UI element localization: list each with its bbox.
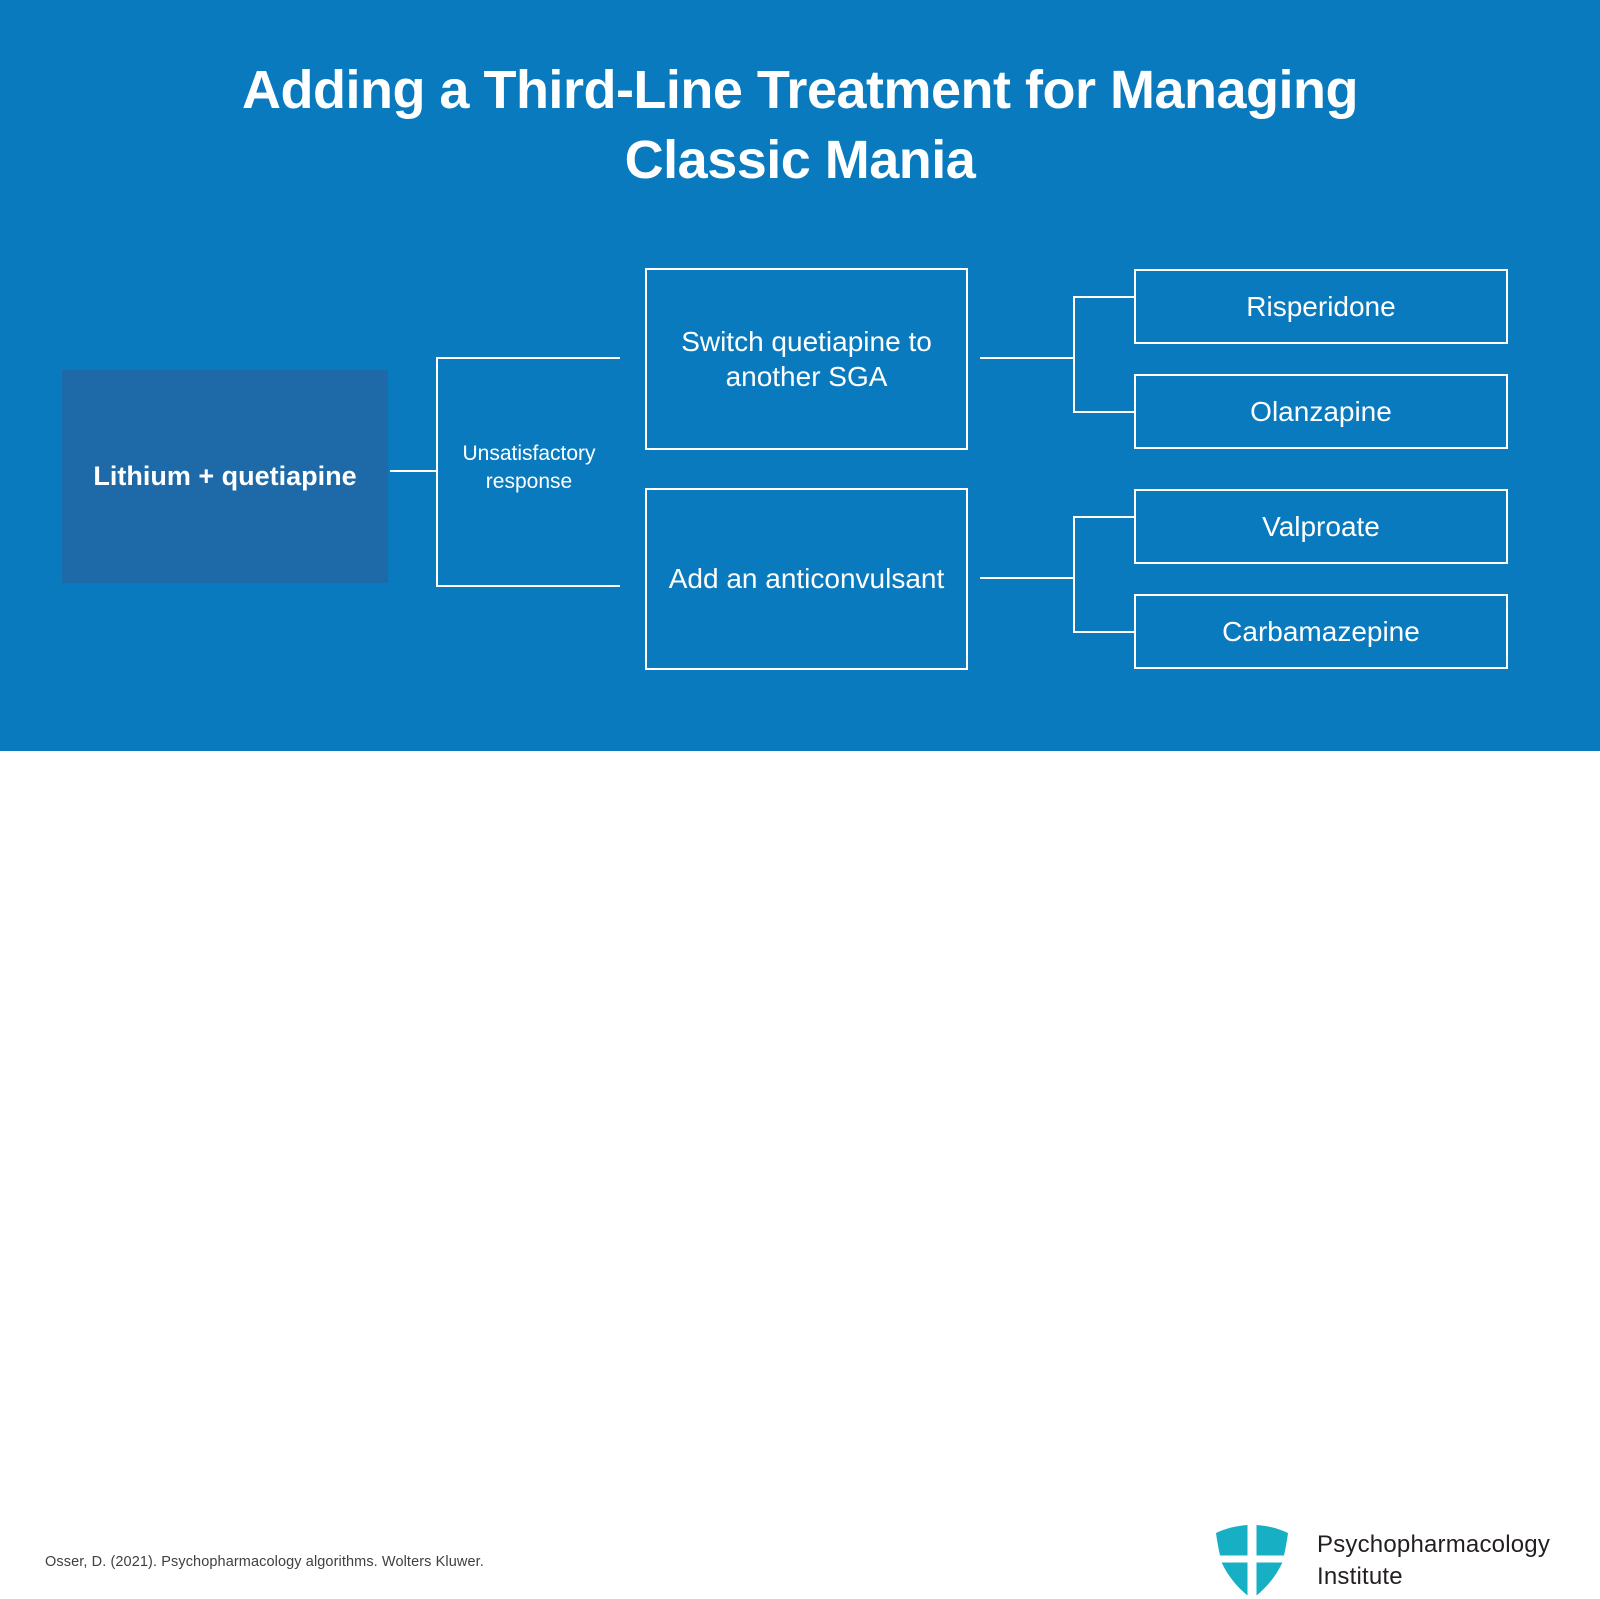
node-drug-olanzapine: Olanzapine (1134, 374, 1508, 449)
connector-switch-to-risperidone (1073, 296, 1135, 298)
brand-logo: Psychopharmacology Institute (1213, 1519, 1550, 1599)
connector-root-to-branch (390, 470, 438, 472)
brand-name: Psychopharmacology Institute (1317, 1529, 1550, 1592)
node-option-add-anticonvulsant-label: Add an anticonvulsant (668, 563, 945, 595)
node-option-switch-sga-label: Switch quetiapine to another SGA (681, 325, 932, 392)
node-drug-valproate-label: Valproate (1262, 510, 1380, 542)
connector-branch-spine (436, 357, 438, 587)
page-title: Adding a Third-Line Treatment for Managi… (241, 60, 1359, 191)
brand-name-line2: Institute (1317, 1562, 1403, 1590)
node-drug-olanzapine-label: Olanzapine (1250, 395, 1392, 427)
connector-add-to-carbamazepine (1073, 631, 1135, 633)
slide-background: Adding a Third-Line Treatment for Managi… (0, 0, 1600, 751)
node-option-switch-sga: Switch quetiapine to another SGA (645, 268, 968, 450)
node-drug-risperidone-label: Risperidone (1246, 290, 1396, 322)
connector-add-to-valproate (1073, 516, 1135, 518)
node-drug-carbamazepine: Carbamazepine (1134, 594, 1508, 669)
footer: Osser, D. (2021). Psychopharmacology alg… (0, 751, 1600, 1596)
connector-branch-bottom (436, 585, 620, 587)
connector-switch-to-olanzapine (1073, 411, 1135, 413)
connector-add-spine (1073, 516, 1075, 633)
node-option-add-anticonvulsant: Add an anticonvulsant (645, 488, 968, 670)
shield-cross-icon (1216, 1525, 1288, 1596)
connector-branch-top (436, 357, 620, 359)
node-drug-carbamazepine-label: Carbamazepine (1222, 615, 1420, 647)
connector-switch-spine (1073, 296, 1075, 413)
node-drug-risperidone: Risperidone (1134, 269, 1508, 344)
node-drug-valproate: Valproate (1134, 489, 1508, 564)
brand-name-line1: Psychopharmacology (1317, 1531, 1551, 1558)
connector-add-stub (980, 577, 1075, 579)
connector-switch-stub (980, 357, 1075, 359)
node-root-treatment: Lithium + quetiapine (62, 370, 388, 583)
node-root-label: Lithium + quetiapine (93, 461, 357, 492)
citation-text: Osser, D. (2021). Psychopharmacology alg… (45, 1554, 484, 1570)
branch-condition-label: Unsatisfactory response (462, 442, 596, 493)
